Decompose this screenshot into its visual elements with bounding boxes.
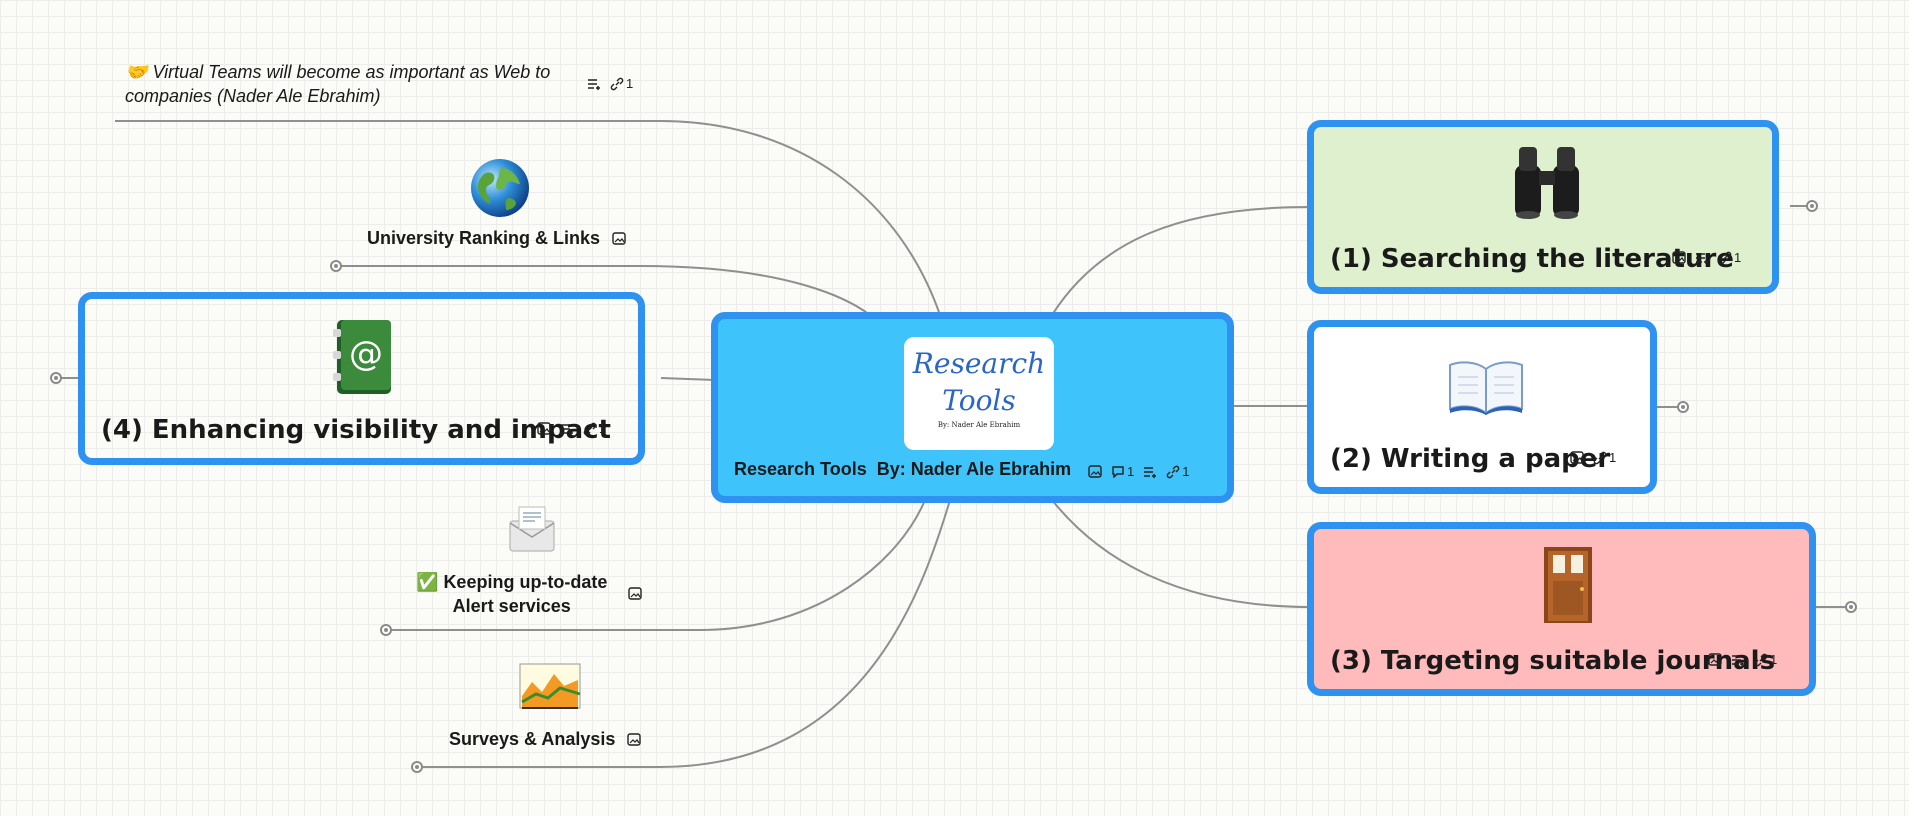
quote-text-line2: companies (Nader Ale Ebrahim) — [125, 86, 381, 106]
topic-3-meta: 1 — [1708, 652, 1777, 667]
central-meta: 1 1 — [1088, 464, 1189, 479]
image-icon — [628, 587, 642, 600]
link-icon — [610, 77, 624, 90]
notes-icon — [1144, 466, 1157, 478]
connector-journals — [1051, 499, 1311, 608]
image-icon — [1672, 251, 1686, 264]
collapse-toggle-surveys[interactable] — [411, 761, 423, 773]
image-icon — [612, 232, 626, 245]
research-tools-logo: Research Tools By: Nader Ale Ebrahim — [904, 337, 1054, 450]
quote-text-line1: Virtual Teams will become as important a… — [152, 62, 551, 82]
connector-searching — [1051, 206, 1311, 316]
collapse-toggle-searching[interactable] — [1806, 200, 1818, 212]
quote-meta: 1 — [587, 76, 633, 91]
link-count[interactable]: 1 — [1754, 652, 1777, 667]
logo-byline: By: Nader Ale Ebrahim — [937, 421, 1021, 429]
collapse-toggle-university[interactable] — [330, 260, 342, 272]
topic-enhancing-visibility[interactable]: @ (4) Enhancing visibility and impact 1 — [78, 292, 645, 465]
link-count[interactable]: 1 — [610, 76, 633, 91]
logo-line-1: Research — [912, 347, 1046, 380]
collapse-toggle-journals[interactable] — [1845, 601, 1857, 613]
image-icon — [627, 733, 641, 746]
connector-university — [336, 265, 871, 316]
checkmark-icon: ✅ — [416, 572, 439, 592]
link-count[interactable]: 1 — [1593, 450, 1616, 465]
university-label: University Ranking & Links — [367, 228, 601, 248]
link-icon — [1166, 465, 1180, 478]
notes-icon — [561, 423, 573, 435]
envelope-icon — [509, 506, 555, 552]
topic-2-meta: 1 — [1570, 450, 1616, 465]
image-icon — [1088, 465, 1102, 478]
notes-icon — [1696, 252, 1708, 264]
handshake-icon: 🤝 — [125, 62, 148, 82]
connector-quote — [115, 120, 941, 316]
central-topic[interactable]: Research Tools By: Nader Ale Ebrahim Res… — [711, 312, 1234, 503]
alert-leaf[interactable]: ✅ Keeping up-to-date Alert services — [416, 570, 656, 618]
address-book-icon: @ — [333, 320, 391, 394]
binoculars-icon — [1515, 147, 1579, 219]
topic-searching-literature[interactable]: (1) Searching the literature 1 — [1307, 120, 1779, 294]
collapse-toggle-writing[interactable] — [1677, 401, 1689, 413]
svg-text:@: @ — [349, 334, 383, 374]
link-count[interactable]: 1 — [1166, 464, 1189, 479]
connector-enhancing — [660, 377, 716, 381]
university-leaf[interactable]: University Ranking & Links — [367, 228, 637, 256]
link-count[interactable]: 1 — [583, 421, 606, 436]
open-book-icon — [1449, 361, 1523, 415]
notes-icon — [1732, 654, 1744, 666]
topic-2-label: (2) Writing a paper — [1330, 444, 1611, 474]
link-count[interactable]: 1 — [1718, 250, 1741, 265]
link-icon — [583, 422, 597, 435]
topic-4-meta: 1 — [537, 421, 606, 436]
link-icon — [1718, 251, 1732, 264]
notes-icon[interactable] — [587, 78, 601, 90]
collapse-toggle-enhancing[interactable] — [50, 372, 62, 384]
link-icon — [1754, 653, 1768, 666]
topic-targeting-journals[interactable]: (3) Targeting suitable journals 1 — [1307, 522, 1816, 696]
door-icon — [1544, 547, 1592, 623]
topic-3-label: (3) Targeting suitable journals — [1330, 646, 1776, 676]
comment-count[interactable]: 1 — [1111, 464, 1134, 479]
topic-1-meta: 1 — [1672, 250, 1741, 265]
topic-writing-paper[interactable]: (2) Writing a paper 1 — [1307, 320, 1657, 494]
connector-surveys — [417, 499, 951, 768]
globe-icon — [471, 159, 529, 217]
chart-icon — [519, 663, 581, 709]
topic-4-label: (4) Enhancing visibility and impact — [101, 415, 611, 445]
surveys-label: Surveys & Analysis — [449, 729, 616, 749]
quote-leaf[interactable]: 🤝 Virtual Teams will become as important… — [125, 60, 633, 110]
image-icon — [1708, 653, 1722, 666]
alert-label-line1: Keeping up-to-date — [443, 572, 608, 592]
central-label: Research Tools By: Nader Ale Ebrahim — [734, 459, 1072, 479]
image-icon — [1570, 451, 1584, 464]
topic-1-label: (1) Searching the literature — [1330, 244, 1734, 274]
image-icon — [537, 422, 551, 435]
connector-alert — [386, 499, 926, 631]
link-icon — [1593, 451, 1607, 464]
logo-line-2: Tools — [942, 384, 1016, 417]
comment-icon — [1112, 466, 1124, 478]
surveys-leaf[interactable]: Surveys & Analysis — [449, 729, 649, 757]
alert-label-line2: Alert services — [452, 596, 571, 616]
collapse-toggle-alert[interactable] — [380, 624, 392, 636]
